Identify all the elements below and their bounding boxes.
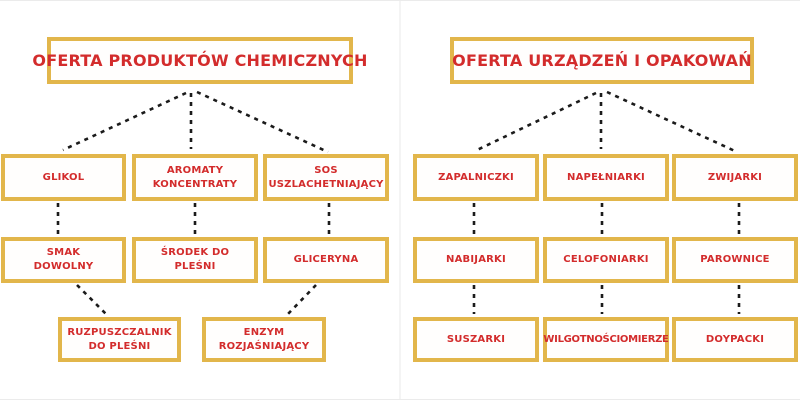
- node-smak-dowolny: SMAK DOWOLNY: [1, 237, 126, 283]
- connector-line: [286, 284, 317, 316]
- node-gliceryna: GLICERYNA: [263, 237, 389, 283]
- node-label: PAROWNICE: [700, 254, 770, 265]
- node-label: SUSZARKI: [446, 333, 506, 345]
- node-zapalniczki: ZAPALNICZKI: [413, 154, 539, 201]
- node-label: ZWIJARKI: [707, 171, 763, 183]
- node-sos-uszlachetniajacy: SOS USZLACHETNIAJĄCY: [263, 154, 389, 201]
- right-tree-title: OFERTA URZĄDZEŃ I OPAKOWAŃ: [452, 51, 752, 70]
- right-tree-title-box: OFERTA URZĄDZEŃ I OPAKOWAŃ: [450, 37, 754, 84]
- node-nabijarki: NABIJARKI: [413, 237, 539, 283]
- node-aromaty-koncentraty: AROMATY KONCENTRATY: [132, 154, 258, 201]
- left-tree-title-box: OFERTA PRODUKTÓW CHEMICZNYCH: [32, 37, 367, 84]
- node-label: DOYPACKI: [705, 333, 765, 345]
- node-doypacki: DOYPACKI: [672, 317, 798, 362]
- node-label: GLIKOL: [42, 171, 85, 183]
- node-napelniarki: NAPEŁNIARKI: [543, 154, 669, 201]
- connector-line: [76, 284, 108, 316]
- node-suszarki: SUSZARKI: [413, 317, 539, 362]
- node-label: SMAK DOWOLNY: [33, 247, 94, 272]
- left-tree-title: OFERTA PRODUKTÓW CHEMICZNYCH: [32, 51, 368, 70]
- node-label: ENZYM ROZJAŚNIAJĄCY: [218, 326, 310, 352]
- node-ruzpuszczalnik-do-plesni: RUZPUSZCZALNIK DO PLEŚNI: [58, 317, 181, 362]
- node-zwijarki: ZWIJARKI: [672, 154, 798, 201]
- node-label: GLICERYNA: [293, 254, 359, 265]
- connector-line: [476, 91, 597, 152]
- node-wilgotnosciomierze: WILGOTNOŚCIOMIERZE: [543, 317, 669, 362]
- node-celofoniarki: CELOFONIARKI: [543, 237, 669, 283]
- node-srodek-do-plesni: ŚRODEK DO PLEŚNI: [132, 237, 258, 283]
- connector-line: [62, 91, 187, 152]
- node-glikol: GLIKOL: [1, 154, 126, 201]
- node-label: AROMATY KONCENTRATY: [152, 164, 238, 190]
- node-label: ŚRODEK DO PLEŚNI: [160, 247, 230, 272]
- connector-line: [606, 90, 738, 154]
- node-enzym-rozjasniajacy: ENZYM ROZJAŚNIAJĄCY: [202, 317, 326, 362]
- node-parownice: PAROWNICE: [672, 237, 798, 283]
- connector-line: [196, 90, 329, 154]
- node-label: RUZPUSZCZALNIK DO PLEŚNI: [67, 326, 172, 352]
- node-label: ZAPALNICZKI: [438, 171, 514, 183]
- node-label: NAPEŁNIARKI: [567, 171, 645, 183]
- node-label: NABIJARKI: [446, 254, 506, 265]
- node-label: CELOFONIARKI: [563, 254, 649, 265]
- node-label: SOS USZLACHETNIAJĄCY: [268, 164, 384, 190]
- node-label: WILGOTNOŚCIOMIERZE: [543, 333, 669, 345]
- center-seam-divider: [399, 1, 401, 399]
